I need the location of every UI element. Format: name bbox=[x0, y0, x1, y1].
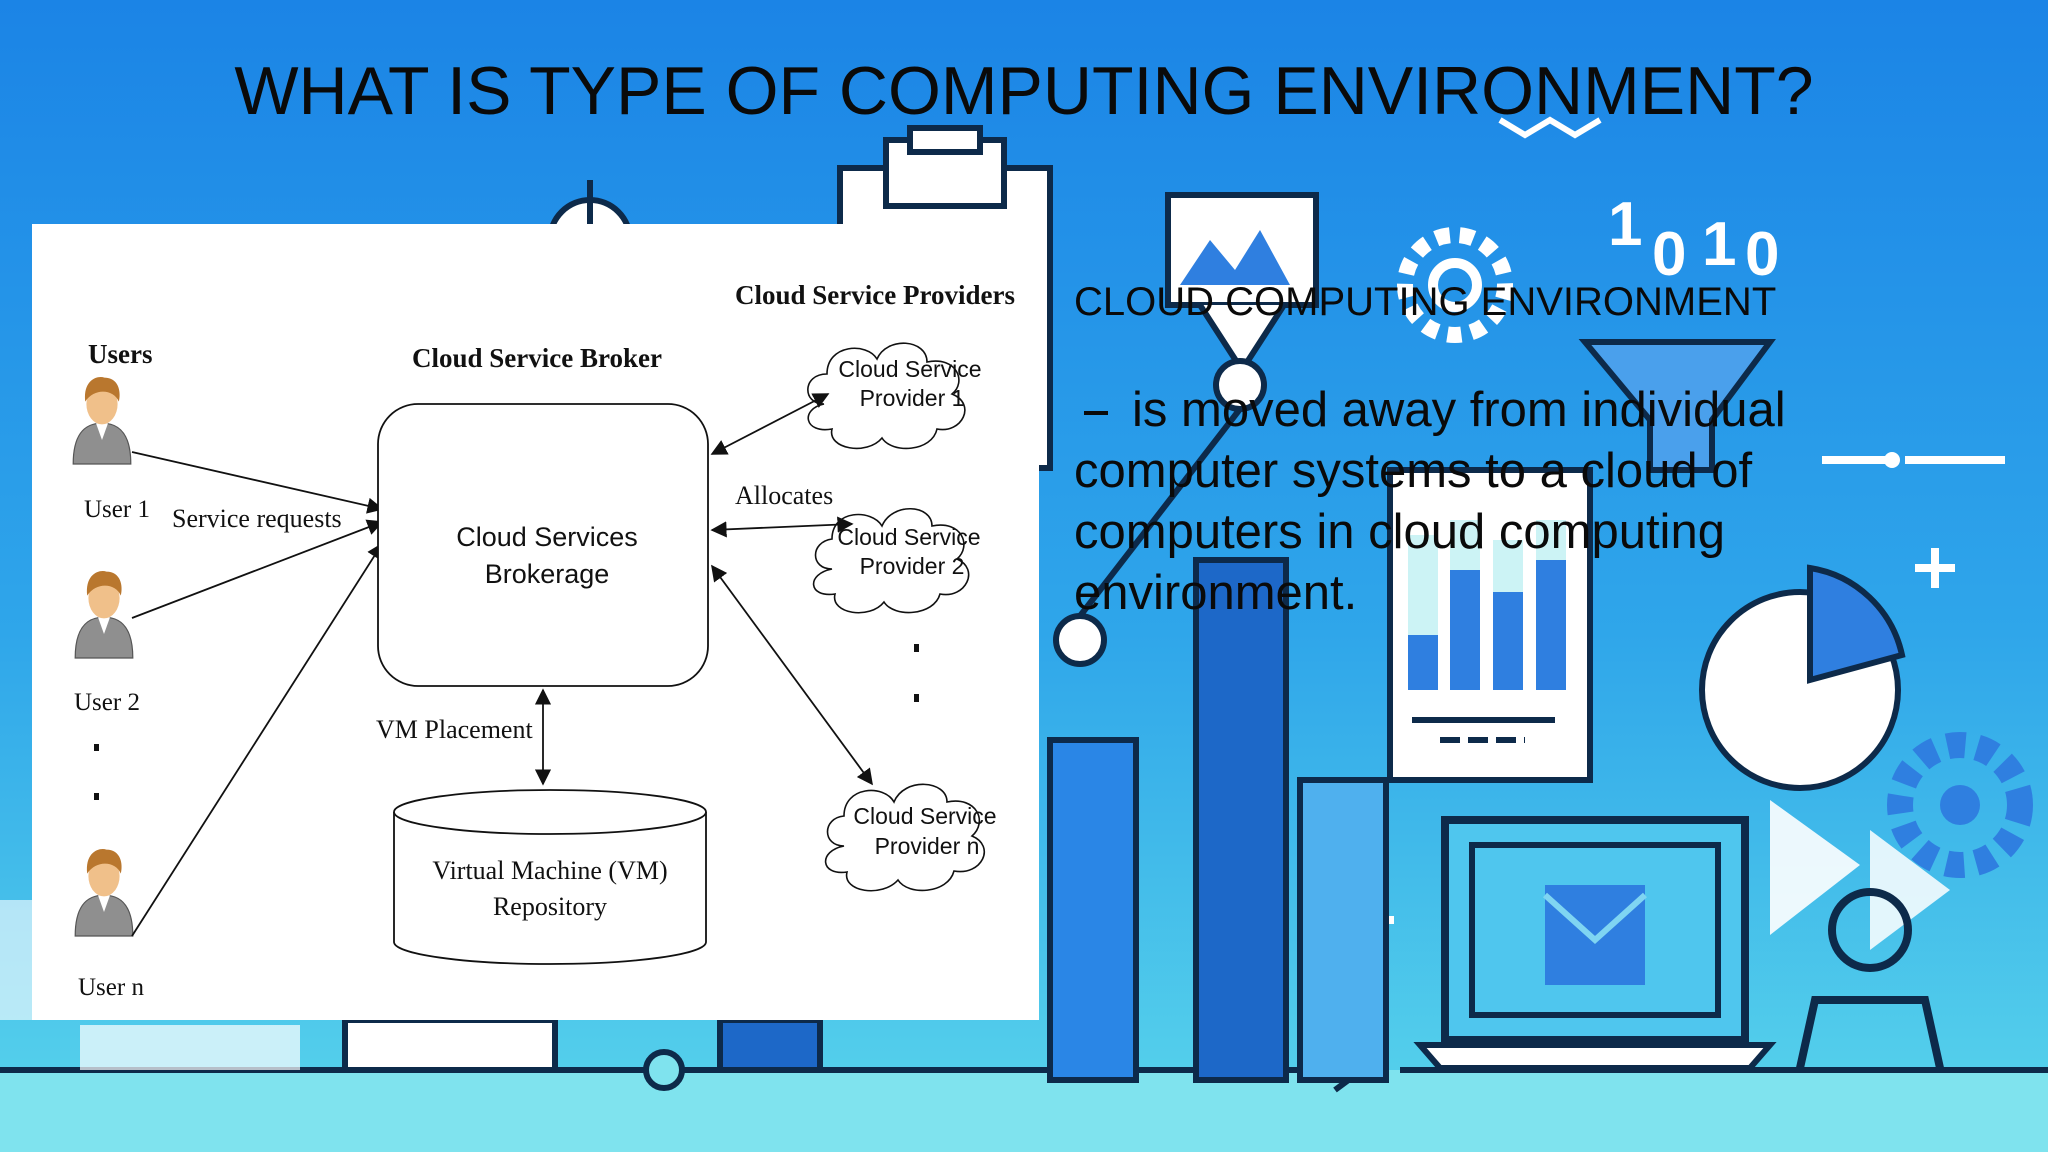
provider-2-line-2: Provider 2 bbox=[860, 553, 965, 579]
repository-line-2: Repository bbox=[493, 892, 607, 921]
provider-2-line-1: Cloud Service bbox=[837, 524, 980, 550]
user-2-label: User 2 bbox=[74, 689, 140, 716]
bullet-dash bbox=[1084, 411, 1108, 416]
provider-n-line-2: Provider n bbox=[875, 833, 980, 859]
request-arrow-user-1 bbox=[131, 451, 384, 514]
svg-text:0: 0 bbox=[1745, 220, 1779, 289]
broker-box bbox=[377, 403, 709, 687]
ellipsis-dot bbox=[914, 694, 919, 702]
side-body-text: is moved away from individual computer s… bbox=[1074, 383, 1786, 620]
svg-text:1: 1 bbox=[1608, 190, 1642, 259]
allocate-arrow-provider-2 bbox=[710, 516, 854, 538]
side-heading: CLOUD COMPUTING ENVIRONMENT bbox=[1074, 280, 1777, 324]
request-arrow-user-2 bbox=[131, 519, 384, 619]
users-heading: Users bbox=[88, 339, 152, 369]
provider-1-line-2: Provider 1 bbox=[860, 385, 965, 411]
svg-text:0: 0 bbox=[1652, 220, 1686, 289]
cloud-broker-diagram: Users Cloud Service Broker Cloud Service… bbox=[32, 224, 1039, 1020]
user-2-avatar bbox=[74, 570, 134, 659]
provider-n-cloud bbox=[824, 783, 985, 892]
user-n-label: User n bbox=[78, 974, 144, 1001]
allocate-arrow-provider-n bbox=[711, 564, 873, 786]
vm-repository bbox=[393, 789, 707, 965]
provider-1-line-1: Cloud Service bbox=[838, 356, 981, 382]
side-body: is moved away from individual computer s… bbox=[1074, 380, 1854, 624]
providers-heading: Cloud Service Providers bbox=[735, 280, 1015, 310]
provider-1-cloud bbox=[807, 342, 966, 450]
request-arrow-user-n bbox=[131, 542, 383, 937]
svg-text:1: 1 bbox=[1702, 210, 1736, 279]
allocates-label: Allocates bbox=[735, 481, 833, 510]
vm-placement-label: VM Placement bbox=[376, 715, 533, 744]
broker-box-line-1: Cloud Services bbox=[456, 522, 638, 552]
user-1-avatar bbox=[72, 376, 132, 465]
broker-heading: Cloud Service Broker bbox=[412, 343, 662, 373]
provider-n-line-1: Cloud Service bbox=[853, 803, 996, 829]
repository-line-1: Virtual Machine (VM) bbox=[432, 856, 667, 885]
user-1-label: User 1 bbox=[84, 496, 150, 523]
service-requests-label: Service requests bbox=[172, 504, 342, 533]
ellipsis-dot bbox=[94, 793, 99, 800]
slide-title: WHAT IS TYPE OF COMPUTING ENVIRONMENT? bbox=[234, 53, 1814, 129]
user-n-avatar bbox=[74, 848, 134, 937]
ellipsis-dot bbox=[914, 644, 919, 652]
allocate-arrow-provider-1 bbox=[710, 393, 830, 455]
ellipsis-dot bbox=[94, 744, 99, 751]
broker-box-line-2: Brokerage bbox=[485, 559, 610, 589]
